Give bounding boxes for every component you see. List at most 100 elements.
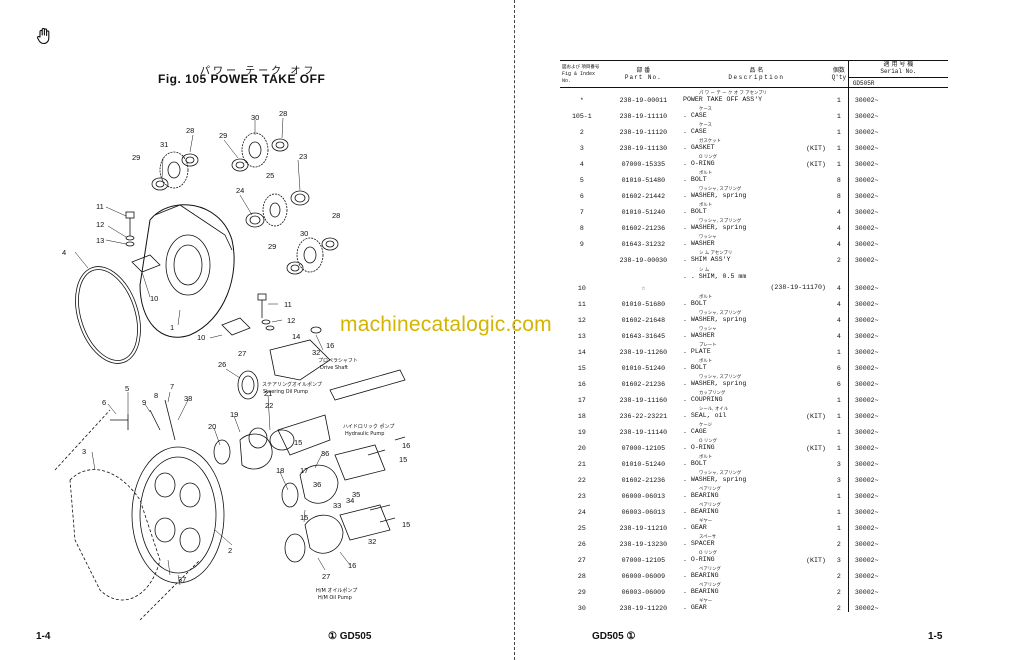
- row-description-cell: ケース. CASE: [683, 120, 830, 136]
- row-description: . COUPRING: [682, 395, 723, 403]
- row-index: 9: [579, 240, 584, 248]
- callout: 27: [322, 572, 330, 581]
- figure-title: Fig. 105 POWER TAKE OFF: [158, 72, 326, 86]
- row-description-cell: O リング. O-RING(KIT): [683, 548, 830, 564]
- row-description: POWER TAKE OFF ASS'Y: [682, 95, 763, 103]
- row-description-cell: ベアリング. BEARING: [683, 500, 830, 516]
- row-serial: 30002~: [847, 419, 948, 436]
- row-description: . BEARING: [682, 507, 719, 515]
- row-index: 14: [577, 348, 586, 356]
- row-description: . PLATE: [682, 347, 711, 355]
- callout: 9: [142, 398, 146, 407]
- gasket-shape: [69, 469, 161, 601]
- hm-pump-caption: H/M Oil Pump: [318, 595, 352, 601]
- row-serial: 30002~: [847, 307, 948, 324]
- row-description: . . SHIM, 0.5 mm: [682, 272, 747, 280]
- row-description-cell: ワッシャ, スプリング. WASHER, spring: [683, 372, 830, 388]
- row-description-cell: ケース. CASE: [683, 104, 830, 120]
- callout: 10: [197, 333, 205, 342]
- row-description-jp: ボルト: [698, 358, 713, 364]
- row-description-cell: ベアリング. BEARING: [683, 484, 830, 500]
- row-quantity: 1: [836, 348, 841, 356]
- row-description-cell: シール, オイル. SEAL, oil(KIT): [683, 404, 830, 420]
- drive-shaft-caption: Drive Shaft: [320, 365, 348, 371]
- row-description: . BOLT: [682, 299, 707, 307]
- callout: 2: [228, 546, 232, 555]
- callout: 8: [154, 391, 158, 400]
- row-description-cell: ギヤー. GEAR: [683, 596, 830, 612]
- hand-pan-icon[interactable]: [34, 26, 54, 46]
- row-quantity: 4: [836, 208, 841, 216]
- row-description: . WASHER, spring: [682, 223, 747, 231]
- row-part-number: 01602-21236: [621, 476, 666, 484]
- row-description: . CAGE: [682, 427, 707, 435]
- row-serial: 30002~: [847, 183, 948, 200]
- callout: 15: [294, 438, 302, 447]
- row-description-jp: ワッシャ, スプリング: [698, 186, 742, 192]
- row-quantity: 4: [836, 224, 841, 232]
- row-part-number: 236-22-23221: [619, 412, 668, 420]
- row-part-number: 238-19-11260: [619, 348, 668, 356]
- row-description: . BEARING: [682, 491, 719, 499]
- row-part-number: 01010-51680: [621, 300, 666, 308]
- row-description-cell: ワッシャ, スプリング. WASHER, spring: [683, 216, 830, 232]
- row-part-number: 01602-21236: [621, 380, 666, 388]
- callout: 13: [96, 236, 104, 245]
- row-quantity: 1: [836, 428, 841, 436]
- row-quantity: 1: [836, 396, 841, 404]
- gear-31-shape: [159, 151, 189, 189]
- page-divider: [514, 0, 515, 660]
- row-index: 30: [577, 604, 586, 612]
- callout: 5: [125, 384, 129, 393]
- row-serial: 30002~: [847, 563, 948, 580]
- row-description-cell: ワッシャ. WASHER: [683, 232, 830, 248]
- row-description-jp: O リング: [698, 550, 718, 556]
- row-part-number: 238-19-11120: [619, 128, 668, 136]
- row-quantity: 4: [836, 284, 841, 292]
- row-serial: 30002~: [847, 579, 948, 596]
- row-index: 16: [577, 380, 586, 388]
- row-index: 15: [577, 364, 586, 372]
- row-description-cell: ボルト. BOLT: [683, 200, 830, 216]
- row-index: 5: [579, 176, 584, 184]
- row-index: 7: [579, 208, 584, 216]
- callout: 28: [279, 109, 287, 118]
- row-description-jp: ケース: [698, 122, 712, 128]
- row-index: 4: [579, 160, 584, 168]
- row-quantity: 2: [836, 256, 841, 264]
- row-description-jp: プレート: [698, 342, 717, 348]
- row-index: 11: [577, 300, 586, 308]
- callout: 17: [300, 466, 308, 475]
- row-description-cell: ワッシャ, スプリング. WASHER, spring: [683, 184, 830, 200]
- row-quantity: 1: [836, 160, 841, 168]
- header-part-no: 部 番 Part No.: [603, 60, 683, 88]
- row-index: *: [579, 96, 584, 104]
- row-description-cell: ギヤー. GEAR: [683, 516, 830, 532]
- row-serial: 30002~: [847, 499, 948, 516]
- steering-pump-caption-jp: ステアリングオイルポンプ: [262, 381, 322, 388]
- row-description-cell: ワッシャ, スプリング. WASHER, spring: [683, 468, 830, 484]
- callout: 36: [321, 449, 329, 458]
- callout: 3: [82, 447, 86, 456]
- row-part-number: 07000-15335: [621, 160, 666, 168]
- callout: 22: [265, 401, 273, 410]
- row-part-number: 01602-21648: [621, 316, 666, 324]
- row-kit-flag: (KIT): [806, 412, 826, 420]
- row-serial: 30002~: [847, 291, 948, 308]
- row-index: 105-1: [571, 112, 592, 120]
- row-index: 20: [577, 444, 586, 452]
- row-serial: 30002~: [847, 323, 948, 340]
- row-part-number: 07000-12105: [621, 556, 666, 564]
- row-index: 21: [577, 460, 586, 468]
- row-description-cell: O リング. O-RING(KIT): [683, 152, 830, 168]
- callout: 6: [102, 398, 106, 407]
- row-description-cell: シ ム アセンブリ. SHIM ASS'Y: [683, 248, 830, 264]
